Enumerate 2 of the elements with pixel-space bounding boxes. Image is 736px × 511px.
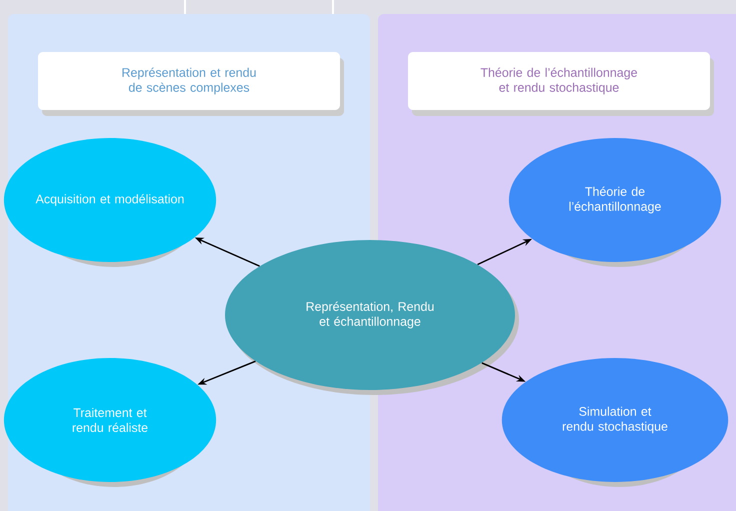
heading-box: Théorie de l’échantillonnage et rendu stochastique [408,52,714,116]
heading-box: Représentation et rendu de scènes complexes [38,52,344,116]
